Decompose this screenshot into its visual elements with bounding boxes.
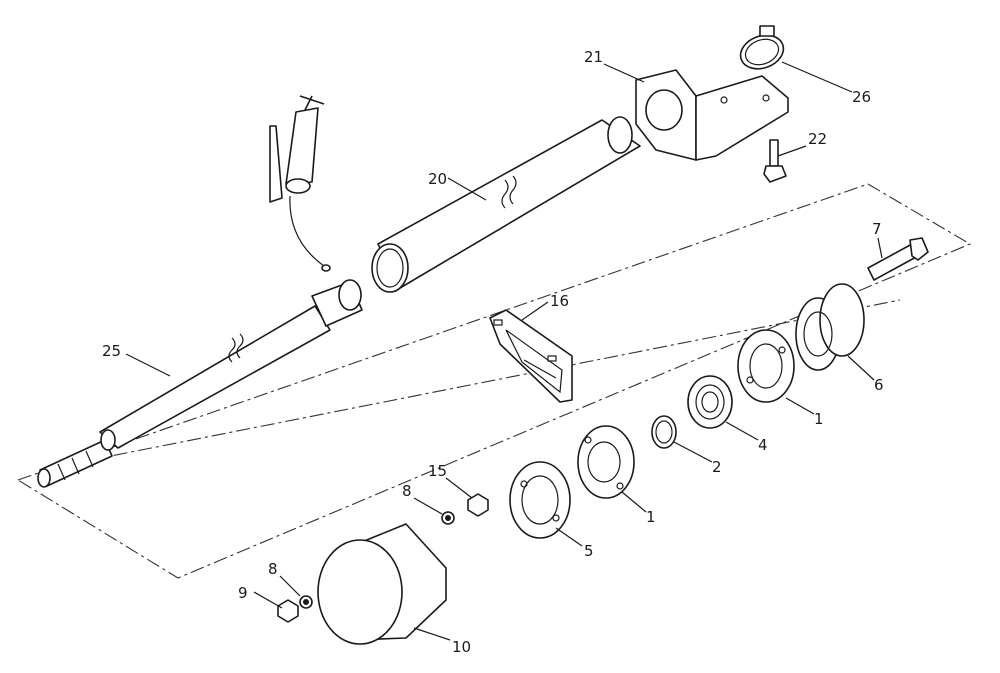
- part-7-bolt: [867, 237, 929, 281]
- part-9-nut: [277, 599, 299, 623]
- part-1-flange-lower: [577, 425, 635, 499]
- callout-8-upper: 8: [402, 482, 412, 500]
- callout-4: 4: [758, 436, 768, 454]
- part-5-mount-ring: [509, 461, 571, 539]
- part-16-plate: [489, 309, 573, 403]
- callout-21: 21: [584, 48, 603, 66]
- assembly-outline: [16, 183, 972, 579]
- callout-2: 2: [712, 458, 722, 476]
- part-20-tube: [371, 116, 641, 293]
- callout-26: 26: [852, 88, 871, 106]
- callout-6: 6: [874, 376, 884, 394]
- part-15-nut: [467, 493, 489, 517]
- part-10-boot: [317, 523, 447, 645]
- shaft-centerline: [39, 299, 901, 471]
- callout-15: 15: [428, 462, 447, 480]
- callout-16: 16: [550, 292, 569, 310]
- part-2-snap-ring: [651, 415, 677, 449]
- part-6-housing: [795, 283, 865, 371]
- part-8-washer-lower: [299, 595, 313, 609]
- callout-9: 9: [238, 584, 248, 602]
- leader-lines: [125, 61, 883, 641]
- part-4-bearing: [687, 375, 733, 429]
- callout-22: 22: [808, 130, 827, 148]
- part-21-bracket: [635, 69, 789, 161]
- callout-8-lower: 8: [268, 560, 278, 578]
- part-26-clamp: [739, 25, 785, 70]
- callout-1-lower: 1: [646, 508, 656, 526]
- part-8-washer-upper: [441, 511, 455, 525]
- callout-10: 10: [452, 638, 471, 656]
- callout-7: 7: [872, 220, 882, 238]
- callout-20: 20: [428, 170, 447, 188]
- callout-1-upper: 1: [814, 410, 824, 428]
- callout-25: 25: [102, 342, 121, 360]
- grease-gun: [269, 95, 331, 272]
- part-1-flange-upper: [737, 329, 795, 403]
- part-22-bolt: [763, 139, 787, 183]
- callout-5: 5: [584, 542, 594, 560]
- part-25-shaft: [37, 279, 363, 488]
